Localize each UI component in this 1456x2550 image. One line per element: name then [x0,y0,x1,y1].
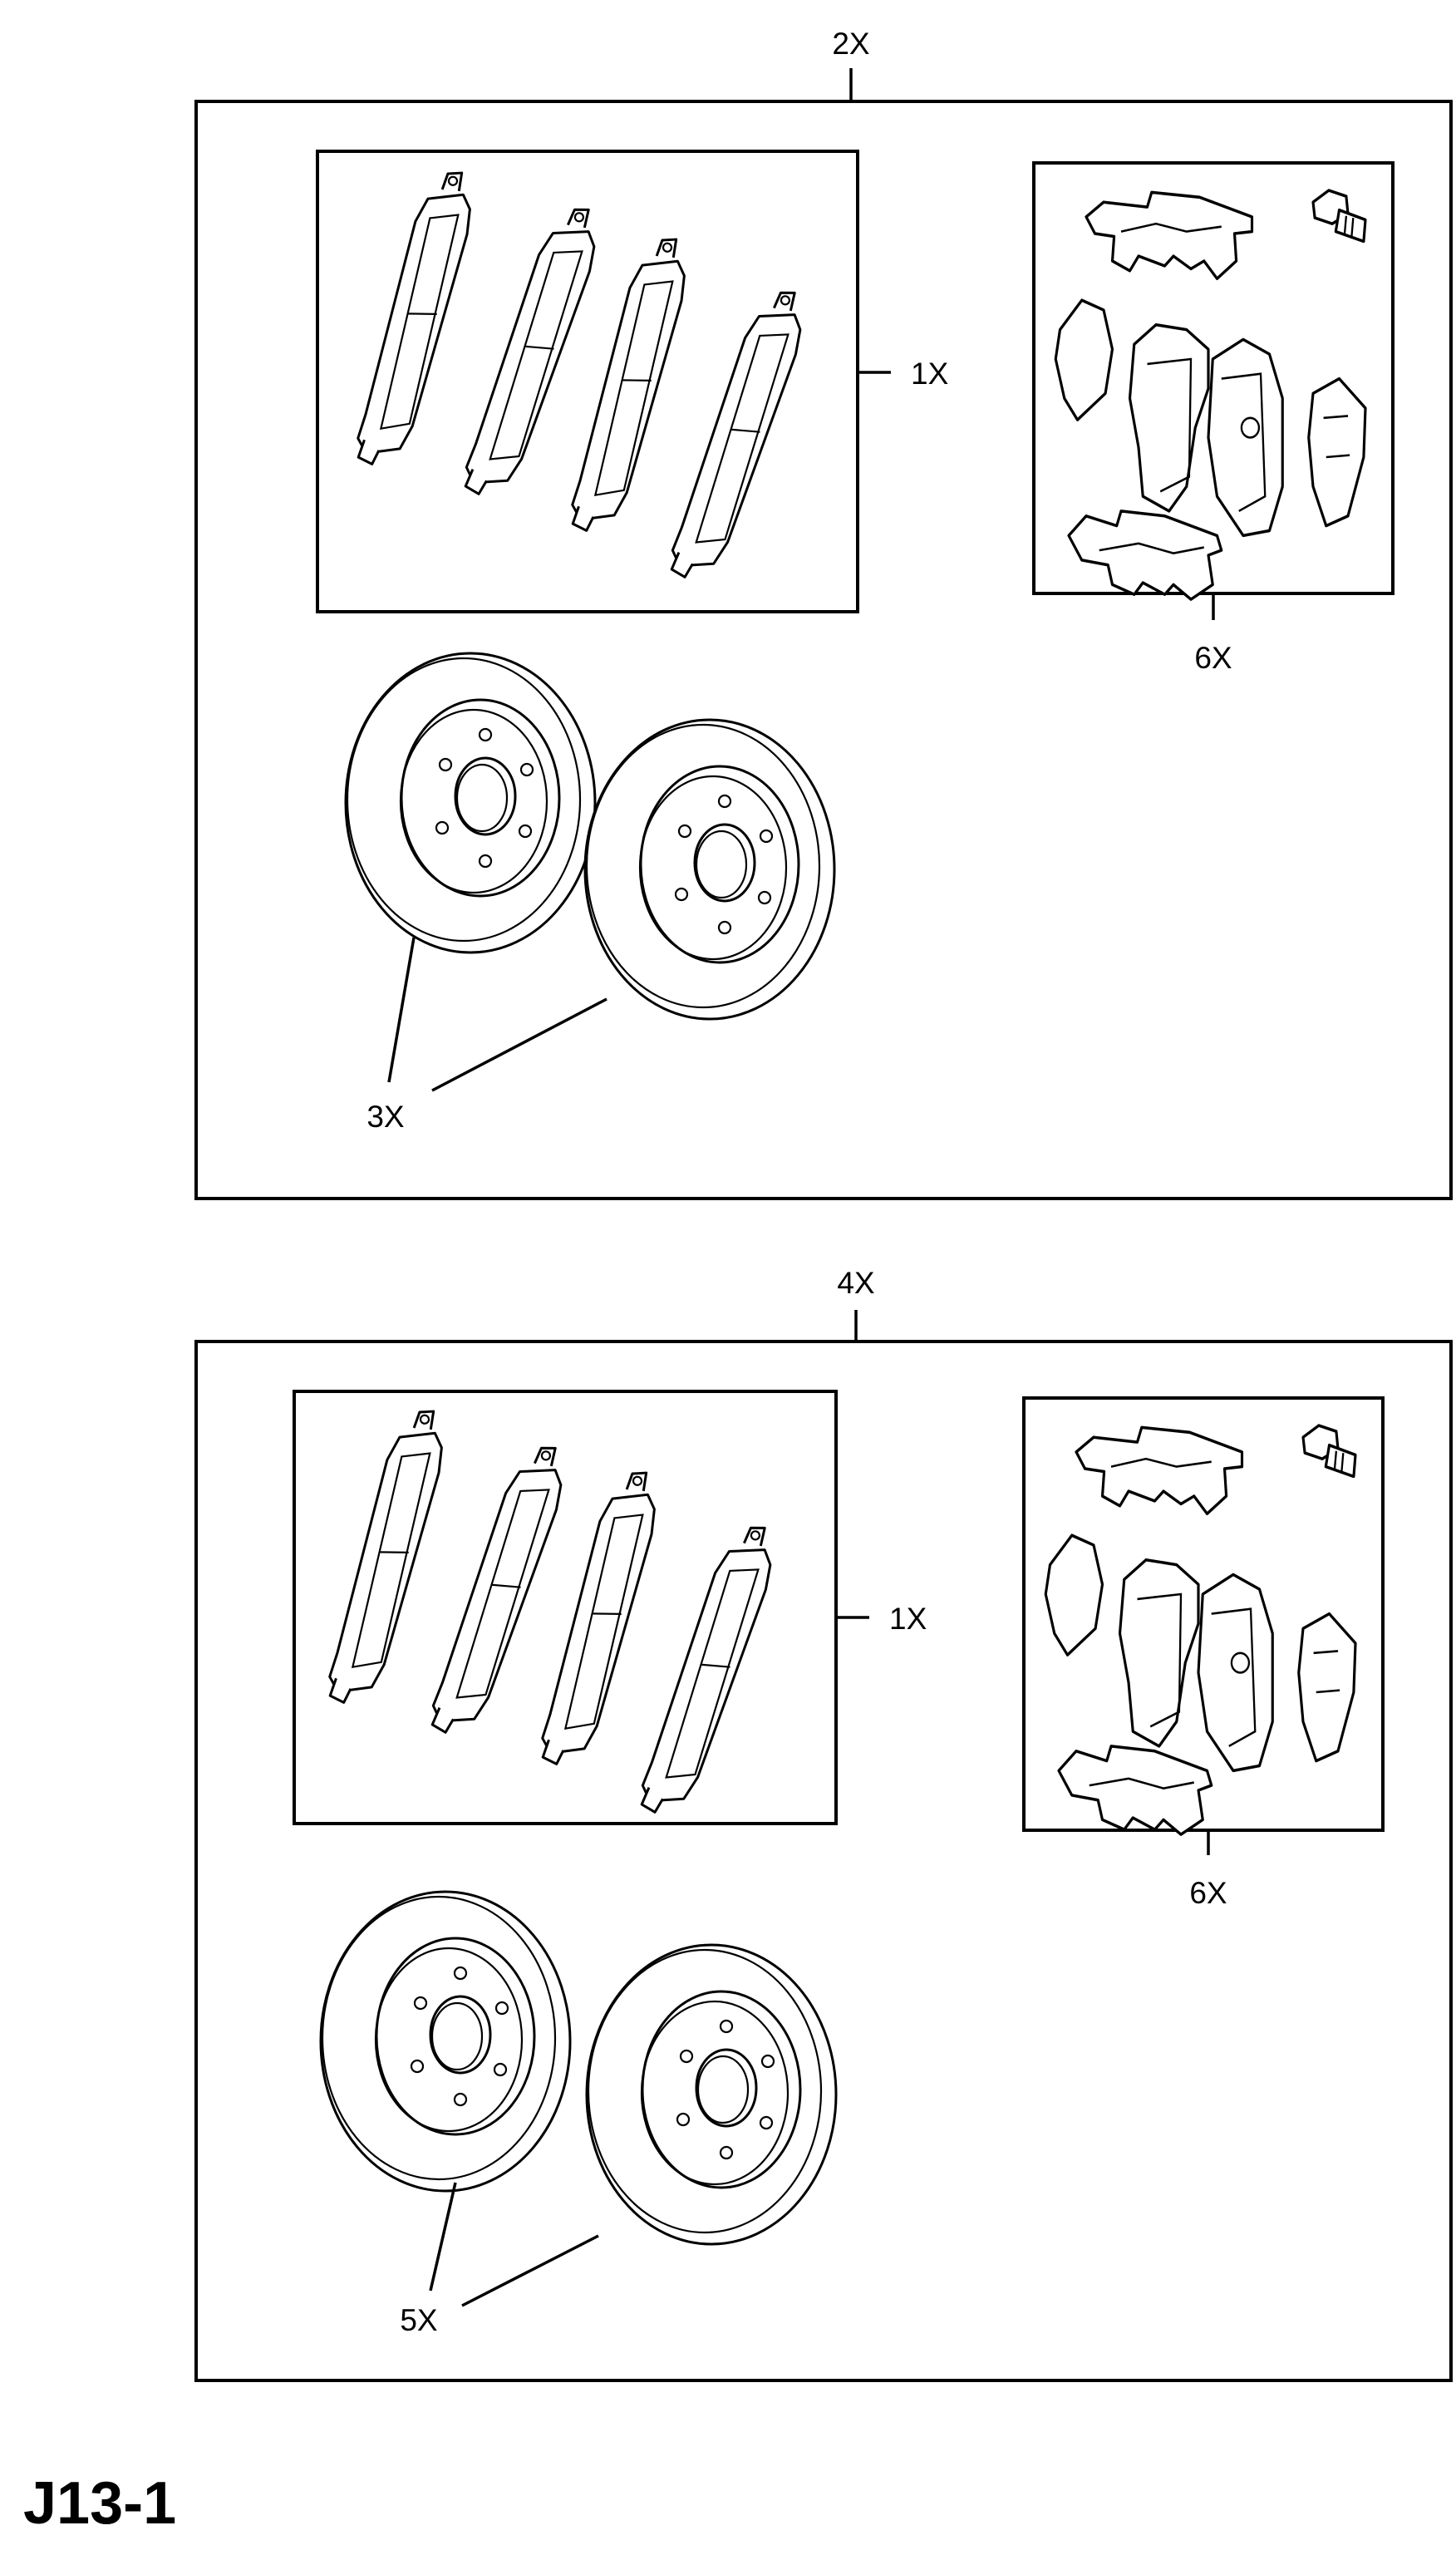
disc-2-lower [585,1943,838,2246]
discs-set-lower: 5X [319,1890,838,2337]
pads-set-upper: 1X [316,150,948,613]
hardware-frame-lower [1022,1396,1385,1832]
diagram-code: J13-1 [23,2470,176,2537]
discs-label-lower: 5X [400,2303,437,2337]
discs-set-upper: 3X [344,652,836,1134]
disc-2-upper [583,718,836,1021]
discs-leader-b-upper [431,997,607,1092]
hardware-label-upper: 6X [1194,641,1232,675]
discs-label-upper: 3X [366,1100,404,1134]
hardware-label-lower: 6X [1189,1876,1227,1910]
group-upper: 2X 1X 6X 3X [194,27,1453,1200]
pads-frame-lower [293,1390,838,1825]
disc-1-upper [344,652,597,954]
pad-1-upper [351,162,483,475]
pads-label-upper: 1X [911,357,948,391]
group-lower: 4X 1X 6X 5X [194,1266,1453,2382]
kit-frame-lower [194,1340,1453,2382]
kit-frame-upper [194,100,1453,1200]
kit-label-lower: 4X [837,1266,874,1300]
pad-4-lower [634,1515,785,1825]
pads-set-lower: 1X [293,1390,927,1825]
pad-1-lower [322,1401,455,1713]
pad-2-lower [425,1435,576,1745]
pads-label-lower: 1X [889,1602,927,1636]
kit-label-upper: 2X [832,27,869,61]
hardware-set-upper: 6X [1032,161,1395,675]
hardware-contents-lower [1044,1424,1357,1836]
hardware-set-lower: 6X [1022,1396,1385,1910]
hardware-contents-upper [1054,189,1367,601]
disc-1-lower [319,1890,572,2193]
discs-leader-a-lower [429,2182,457,2292]
pad-4-upper [664,280,815,590]
discs-leader-b-lower [461,2234,599,2307]
pads-frame-upper [316,150,859,613]
discs-leader-a-upper [387,937,416,1083]
